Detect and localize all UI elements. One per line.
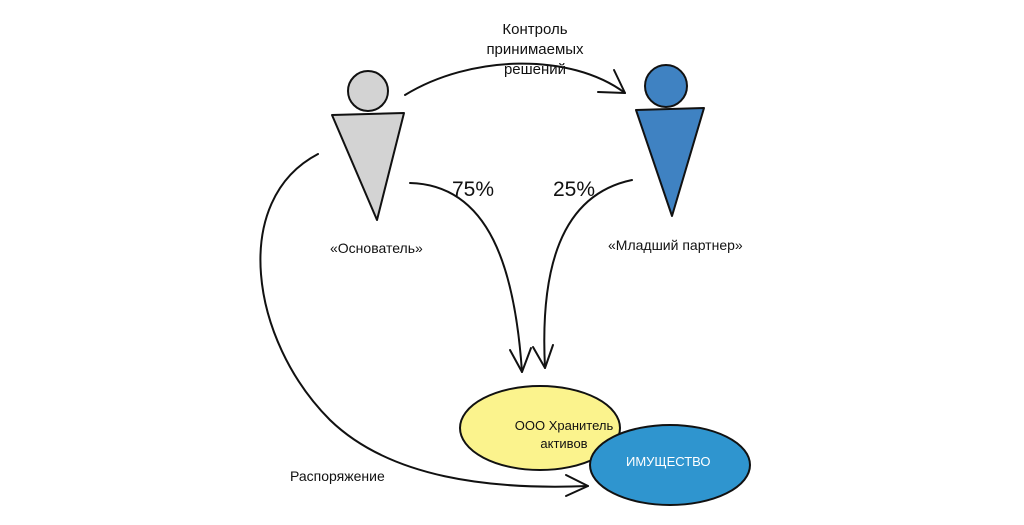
disposal-label: Распоряжение — [290, 468, 385, 484]
company-ellipse — [459, 385, 621, 471]
partner-share-arrow — [543, 179, 633, 369]
founder-share-label: 75% — [452, 178, 495, 201]
control-arrowhead — [597, 69, 626, 94]
junior-partner-figure — [635, 64, 705, 217]
founder-share-arrow — [409, 182, 523, 373]
disposal-arrowhead — [565, 474, 589, 497]
partner-head — [644, 64, 688, 108]
partner-share-arrowhead — [532, 344, 554, 369]
control-label: Контроль принимаемых решений — [486, 21, 584, 78]
partner-share-label: 25% — [553, 178, 596, 201]
partner-body — [635, 107, 705, 217]
assets-ellipse — [589, 424, 751, 506]
founder-head — [347, 70, 389, 112]
control-arrow — [404, 62, 626, 96]
company-label: ООО Хранитель активов — [514, 418, 614, 451]
founder-label: «Основатель» — [330, 240, 423, 256]
founder-body — [331, 112, 405, 221]
assets-label: ИМУЩЕСТВО — [626, 454, 711, 469]
junior-partner-label: «Младший партнер» — [608, 237, 743, 253]
disposal-arrow — [259, 153, 589, 488]
founder-share-arrowhead — [509, 347, 532, 373]
founder-figure — [331, 70, 405, 221]
